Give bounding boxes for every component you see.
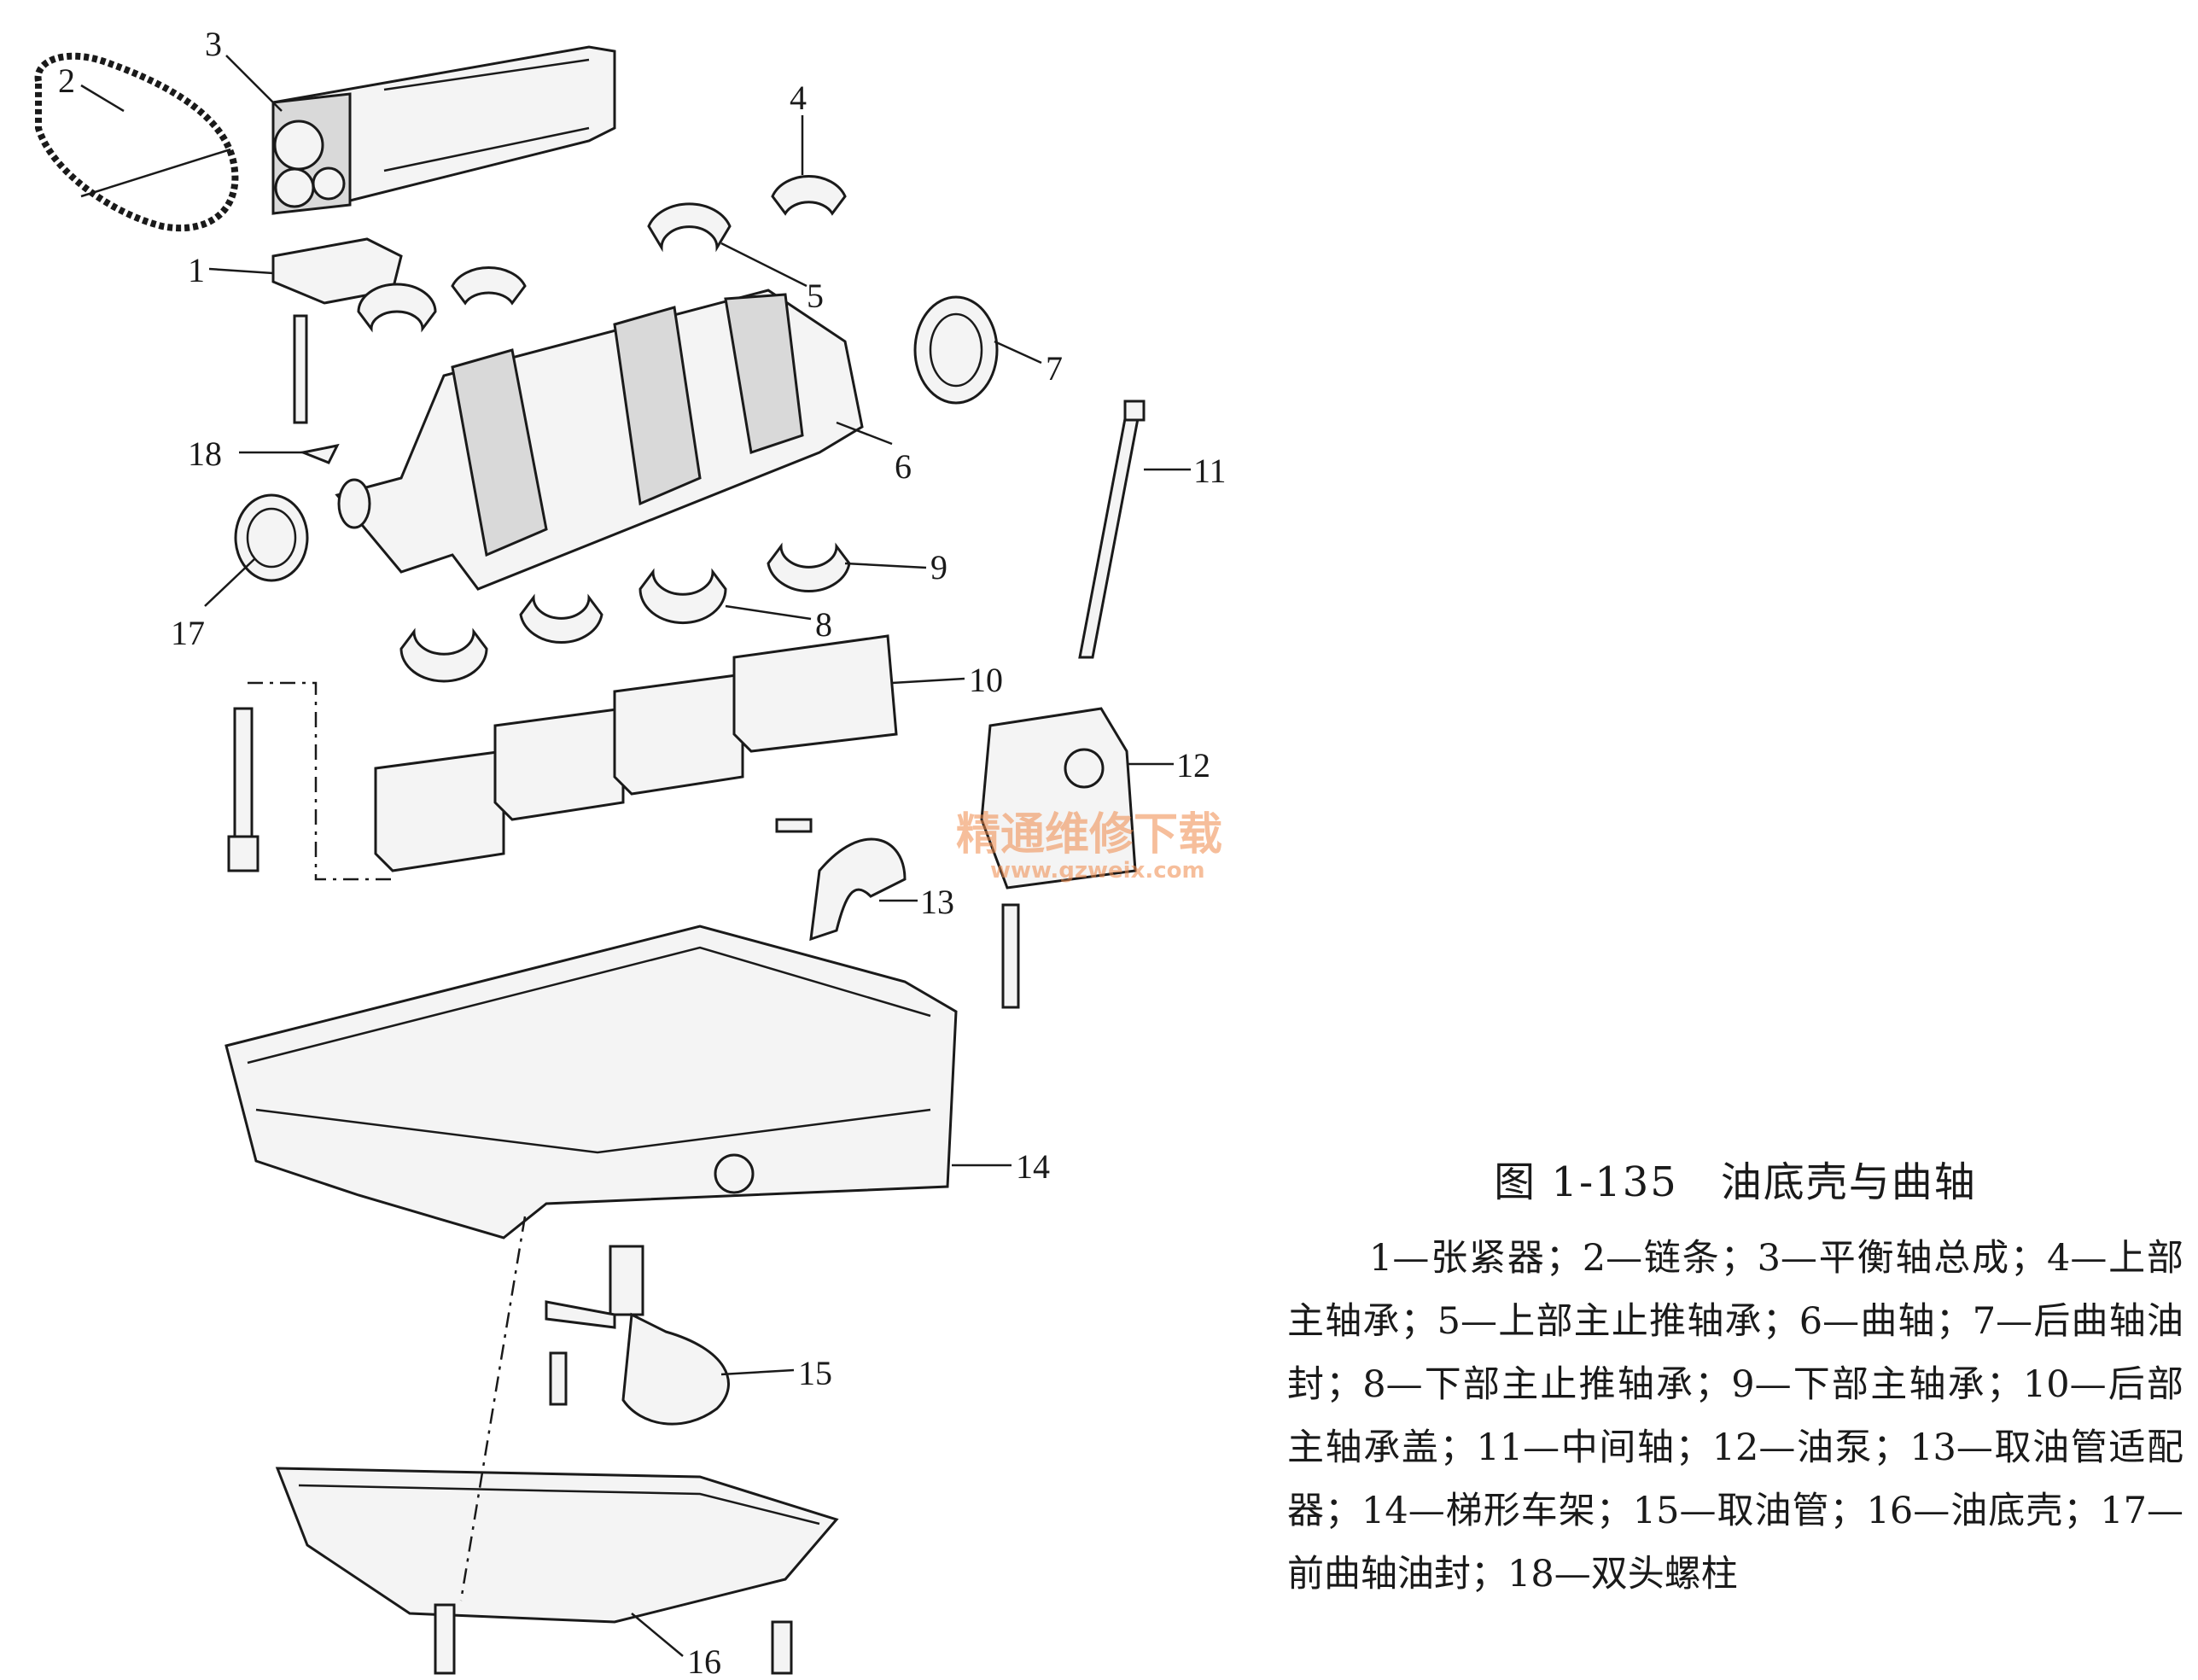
label-1: 1 [188,251,205,289]
label-13: 13 [920,883,954,921]
ladder-frame [224,925,958,1240]
label-15: 15 [798,1354,832,1392]
label-8: 8 [815,605,832,644]
label-6: 6 [895,447,912,486]
oil-pump [980,707,1137,1009]
tensioner [271,237,403,424]
stud [298,443,340,464]
pickup-adapter [775,818,907,942]
label-7: 7 [1046,349,1063,388]
leader-lines [80,55,1191,1657]
label-3: 3 [205,25,222,63]
figure-caption: 图 1-135 油底壳与曲轴 1—张紧器；2—链条；3—平衡轴总成；4—上部主轴… [1287,1148,2183,1606]
exploded-diagram: 1 2 3 4 5 6 7 8 9 10 11 12 13 14 15 16 1… [34,25,1227,1680]
upper-main-bearings [357,175,847,333]
label-14: 14 [1016,1147,1050,1186]
watermark: 精通维修下载 www.gzweix.com [956,809,1222,884]
main-bearing-caps [374,634,898,872]
caption-title: 图 1-135 油底壳与曲轴 [1494,1158,1977,1206]
oil-pan [275,1467,839,1675]
callout-labels: 1 2 3 4 5 6 7 8 9 10 11 12 13 14 15 16 1… [58,25,1227,1680]
label-5: 5 [807,277,824,315]
label-4: 4 [790,79,807,117]
label-16: 16 [687,1642,721,1680]
label-12: 12 [1176,746,1210,785]
watermark-line2: www.gzweix.com [990,858,1205,884]
crankshaft [335,289,864,591]
label-10: 10 [969,661,1003,699]
label-18: 18 [188,435,222,473]
rear-crank-oil-seal [913,295,999,405]
label-2: 2 [58,61,75,100]
balance-shaft-assembly [271,45,616,215]
pickup-tube [545,1245,730,1426]
cap-bolt [227,681,393,881]
watermark-line1: 精通维修下载 [956,809,1222,860]
chain [34,52,239,232]
caption-legend: 1—张紧器；2—链条；3—平衡轴总成；4—上部主轴承；5—上部主止推轴承；6—曲… [1287,1237,2183,1595]
label-9: 9 [930,548,947,586]
label-11: 11 [1193,452,1227,490]
dashed-alignment-line [459,1216,527,1601]
intermediate-shaft [1078,400,1146,659]
label-17: 17 [171,614,205,652]
lower-main-bearings [399,542,851,683]
